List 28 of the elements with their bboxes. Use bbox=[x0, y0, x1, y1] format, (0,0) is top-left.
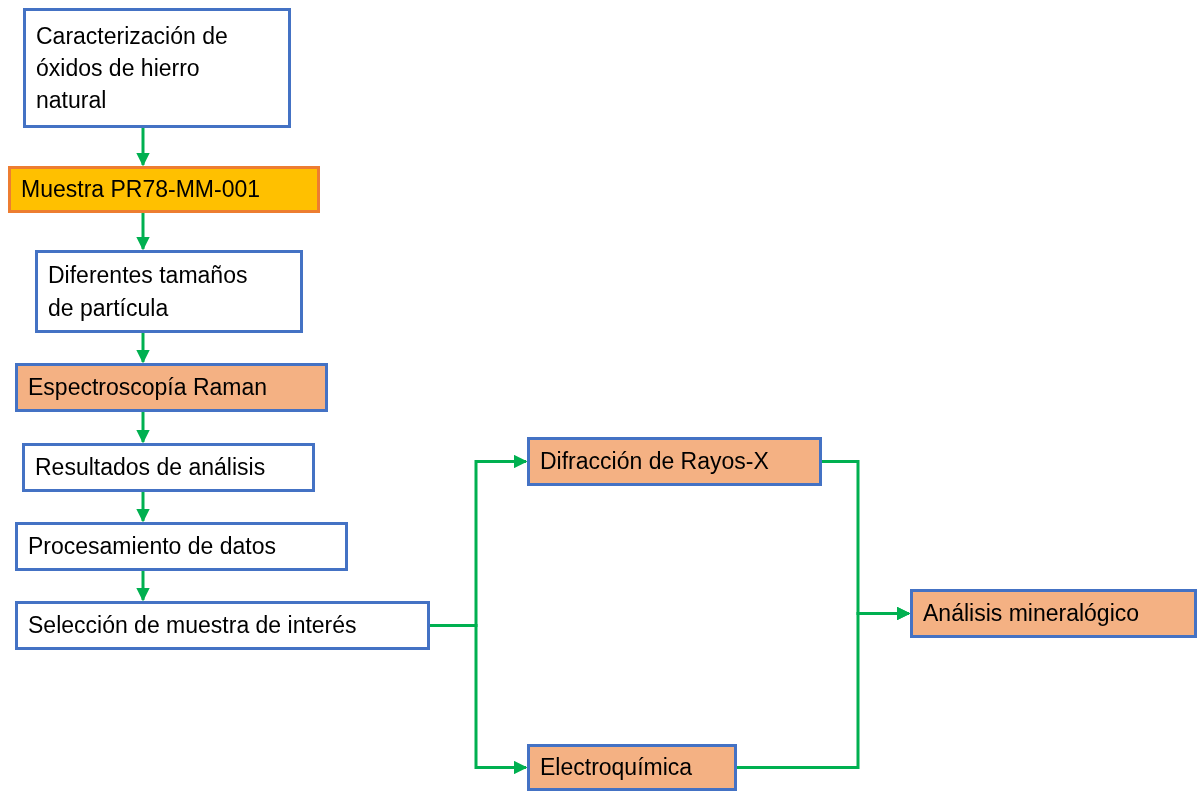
box-label: Resultados de análisis bbox=[35, 453, 266, 483]
box-label: Espectroscopía Raman bbox=[28, 373, 268, 403]
arrow bbox=[737, 606, 911, 769]
arrow bbox=[430, 624, 528, 775]
arrow bbox=[136, 571, 150, 602]
box-label: Análisis mineralógico bbox=[923, 599, 1140, 629]
process-box bbox=[527, 744, 737, 791]
box-label: Procesamiento de datos bbox=[28, 532, 277, 562]
box-label: Electroquímica bbox=[540, 753, 693, 783]
process-box bbox=[35, 250, 303, 333]
box-label: Diferentes tamaños de partícula bbox=[48, 261, 249, 323]
process-box bbox=[15, 522, 348, 571]
box-label: Selección de muestra de interés bbox=[28, 611, 357, 641]
arrow bbox=[136, 128, 150, 167]
process-box bbox=[22, 443, 315, 492]
arrow bbox=[136, 412, 150, 444]
box-label: Caracterización de óxidos de hierro natural bbox=[36, 21, 229, 116]
process-box bbox=[8, 166, 320, 213]
arrow bbox=[136, 333, 150, 364]
box-label: Muestra PR78-MM-001 bbox=[21, 175, 261, 205]
process-box bbox=[15, 601, 430, 650]
arrow bbox=[136, 492, 150, 523]
arrow bbox=[136, 213, 150, 251]
process-box bbox=[15, 363, 328, 412]
box-label: Difracción de Rayos-X bbox=[540, 447, 769, 477]
process-box bbox=[527, 437, 822, 486]
process-box bbox=[23, 8, 291, 128]
process-box bbox=[910, 589, 1197, 638]
